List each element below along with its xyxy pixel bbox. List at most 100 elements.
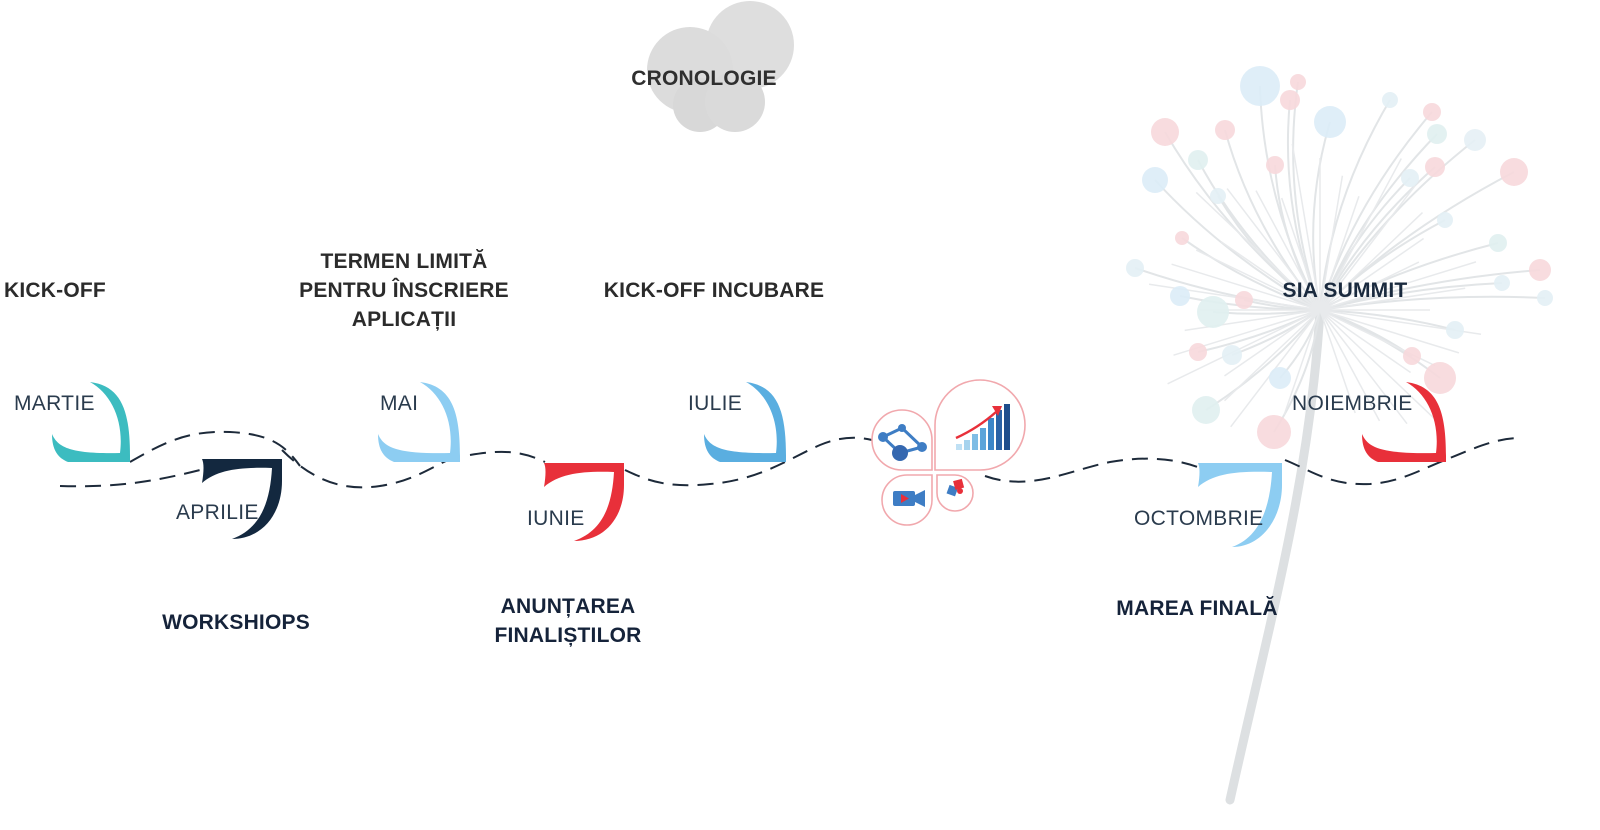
dandelion-illustration xyxy=(1126,66,1553,805)
timeline-wave-segment-4 xyxy=(624,436,873,487)
dandelion-filament xyxy=(1226,188,1321,311)
network-graph-icon xyxy=(878,424,927,461)
month-label-aprilie: APRILIE xyxy=(176,501,259,524)
dandelion-stem xyxy=(1225,305,1325,805)
dandelion-filament xyxy=(1319,175,1344,311)
dandelion-seed xyxy=(1427,124,1447,144)
dandelion-seed xyxy=(1210,188,1226,204)
dandelion-seed xyxy=(1403,347,1421,365)
dandelion-filament xyxy=(1319,195,1360,311)
dandelion-seed xyxy=(1151,118,1179,146)
dandelion-filament xyxy=(1167,309,1321,385)
month-label-noiembrie: NOIEMBRIE xyxy=(1292,392,1413,415)
dandelion-filament xyxy=(1319,261,1477,311)
dandelion-seed xyxy=(1175,231,1189,245)
dandelion-seed xyxy=(1142,167,1168,193)
dandelion-filament xyxy=(1319,309,1460,354)
dandelion-seed xyxy=(1500,158,1528,186)
dandelion-filament xyxy=(1154,179,1321,311)
event-kick-off-incubare: KICK-OFF INCUBARE xyxy=(603,279,825,302)
dandelion-seed xyxy=(1126,259,1144,277)
dandelion-seed xyxy=(1446,321,1464,339)
dandelion-filament xyxy=(1195,191,1321,311)
month-bracket-aprilie xyxy=(202,459,282,539)
dandelion-filament xyxy=(1319,309,1438,422)
event-termen-limita-line3: APLICAȚII xyxy=(351,308,457,331)
dandelion-seed xyxy=(1192,396,1220,424)
dandelion-seed xyxy=(1189,343,1207,361)
dandelion-filament xyxy=(1255,190,1321,311)
month-bracket-mai xyxy=(378,382,460,462)
petal-top-left xyxy=(871,409,933,471)
dandelion-filament xyxy=(1181,237,1321,311)
dandelion-seed xyxy=(1489,234,1507,252)
month-bracket-iunie xyxy=(544,463,624,541)
dandelion-seed xyxy=(1423,103,1441,121)
month-bracket-noiembrie xyxy=(1362,382,1446,462)
dandelion-filament xyxy=(1280,197,1321,311)
dandelion-filament xyxy=(1195,249,1321,311)
center-icon-cluster xyxy=(871,379,1026,526)
dandelion-filament xyxy=(1319,287,1466,311)
event-kick-off: KICK-OFF xyxy=(4,279,106,302)
event-termen-limita-line1: TERMEN LIMITĂ xyxy=(320,250,488,273)
dandelion-filament xyxy=(1292,81,1321,311)
event-marea-finala: MAREA FINALĂ xyxy=(1116,597,1278,620)
dandelion-seed xyxy=(1215,120,1235,140)
dandelion-filament xyxy=(1319,158,1402,311)
video-camera-icon xyxy=(893,490,925,507)
event-termen-limita-line2: PENTRU ÎNSCRIERE xyxy=(299,279,509,302)
dandelion-filament xyxy=(1319,309,1381,422)
event-workshops: WORKSHIOPS xyxy=(162,611,310,634)
dandelion-filament xyxy=(1319,212,1424,311)
page-title: CRONOLOGIE xyxy=(631,67,777,90)
dandelion-filament xyxy=(1319,309,1408,425)
dandelion-seed xyxy=(1314,106,1346,138)
title-cloud xyxy=(647,1,794,132)
dandelion-seed xyxy=(1494,275,1510,291)
dandelion-filament xyxy=(1319,99,1391,311)
dandelion-seed xyxy=(1290,74,1306,90)
dandelion-seed xyxy=(1537,290,1553,306)
event-anuntarea-finalistilor: ANUNȚAREA FINALIȘTILOR xyxy=(458,592,678,650)
dandelion-filament xyxy=(1319,309,1356,414)
dandelion-filament xyxy=(1283,309,1321,416)
timeline-wave-segment-5 xyxy=(984,457,1201,483)
month-label-iunie: IUNIE xyxy=(527,507,585,530)
dandelion-seed xyxy=(1529,259,1551,281)
dandelion-seed xyxy=(1170,286,1190,306)
dandelion-filament xyxy=(1319,261,1420,311)
month-label-mai: MAI xyxy=(380,392,419,415)
dandelion-filament xyxy=(1205,309,1321,411)
dandelion-seed xyxy=(1257,415,1291,449)
puzzle-icon xyxy=(946,478,965,497)
dandelion-seed xyxy=(1437,212,1453,228)
dandelion-filament xyxy=(1319,237,1425,311)
dandelion-seed xyxy=(1464,129,1486,151)
dandelion-seed xyxy=(1425,157,1445,177)
dandelion-filament xyxy=(1319,185,1416,311)
month-label-iulie: IULIE xyxy=(688,392,743,415)
dandelion-seed xyxy=(1401,169,1419,187)
event-sia-summit: SIA SUMMIT xyxy=(1282,279,1408,302)
dandelion-seed xyxy=(1382,92,1398,108)
timeline-wave-segment-3 xyxy=(469,450,546,463)
month-bracket-iulie xyxy=(704,382,786,462)
timeline-wave-segment-2 xyxy=(281,449,461,489)
month-bracket-martie xyxy=(52,382,130,462)
month-label-martie: MARTIE xyxy=(14,392,95,415)
dandelion-seed xyxy=(1188,150,1208,170)
dandelion-filament xyxy=(1184,309,1321,332)
event-anuntarea-line1: ANUNȚAREA xyxy=(500,595,636,618)
growth-chart-icon xyxy=(955,404,1010,450)
dandelion-filament xyxy=(1319,309,1412,374)
dandelion-seed xyxy=(1240,66,1280,106)
month-label-octombrie: OCTOMBRIE xyxy=(1134,507,1264,530)
dandelion-filament xyxy=(1319,282,1503,311)
dandelion-filament xyxy=(1220,241,1321,311)
dandelion-seed xyxy=(1280,90,1300,110)
dandelion-seed xyxy=(1266,156,1284,174)
timeline-wave-segment-6 xyxy=(1284,437,1521,486)
month-brackets xyxy=(52,382,1446,547)
